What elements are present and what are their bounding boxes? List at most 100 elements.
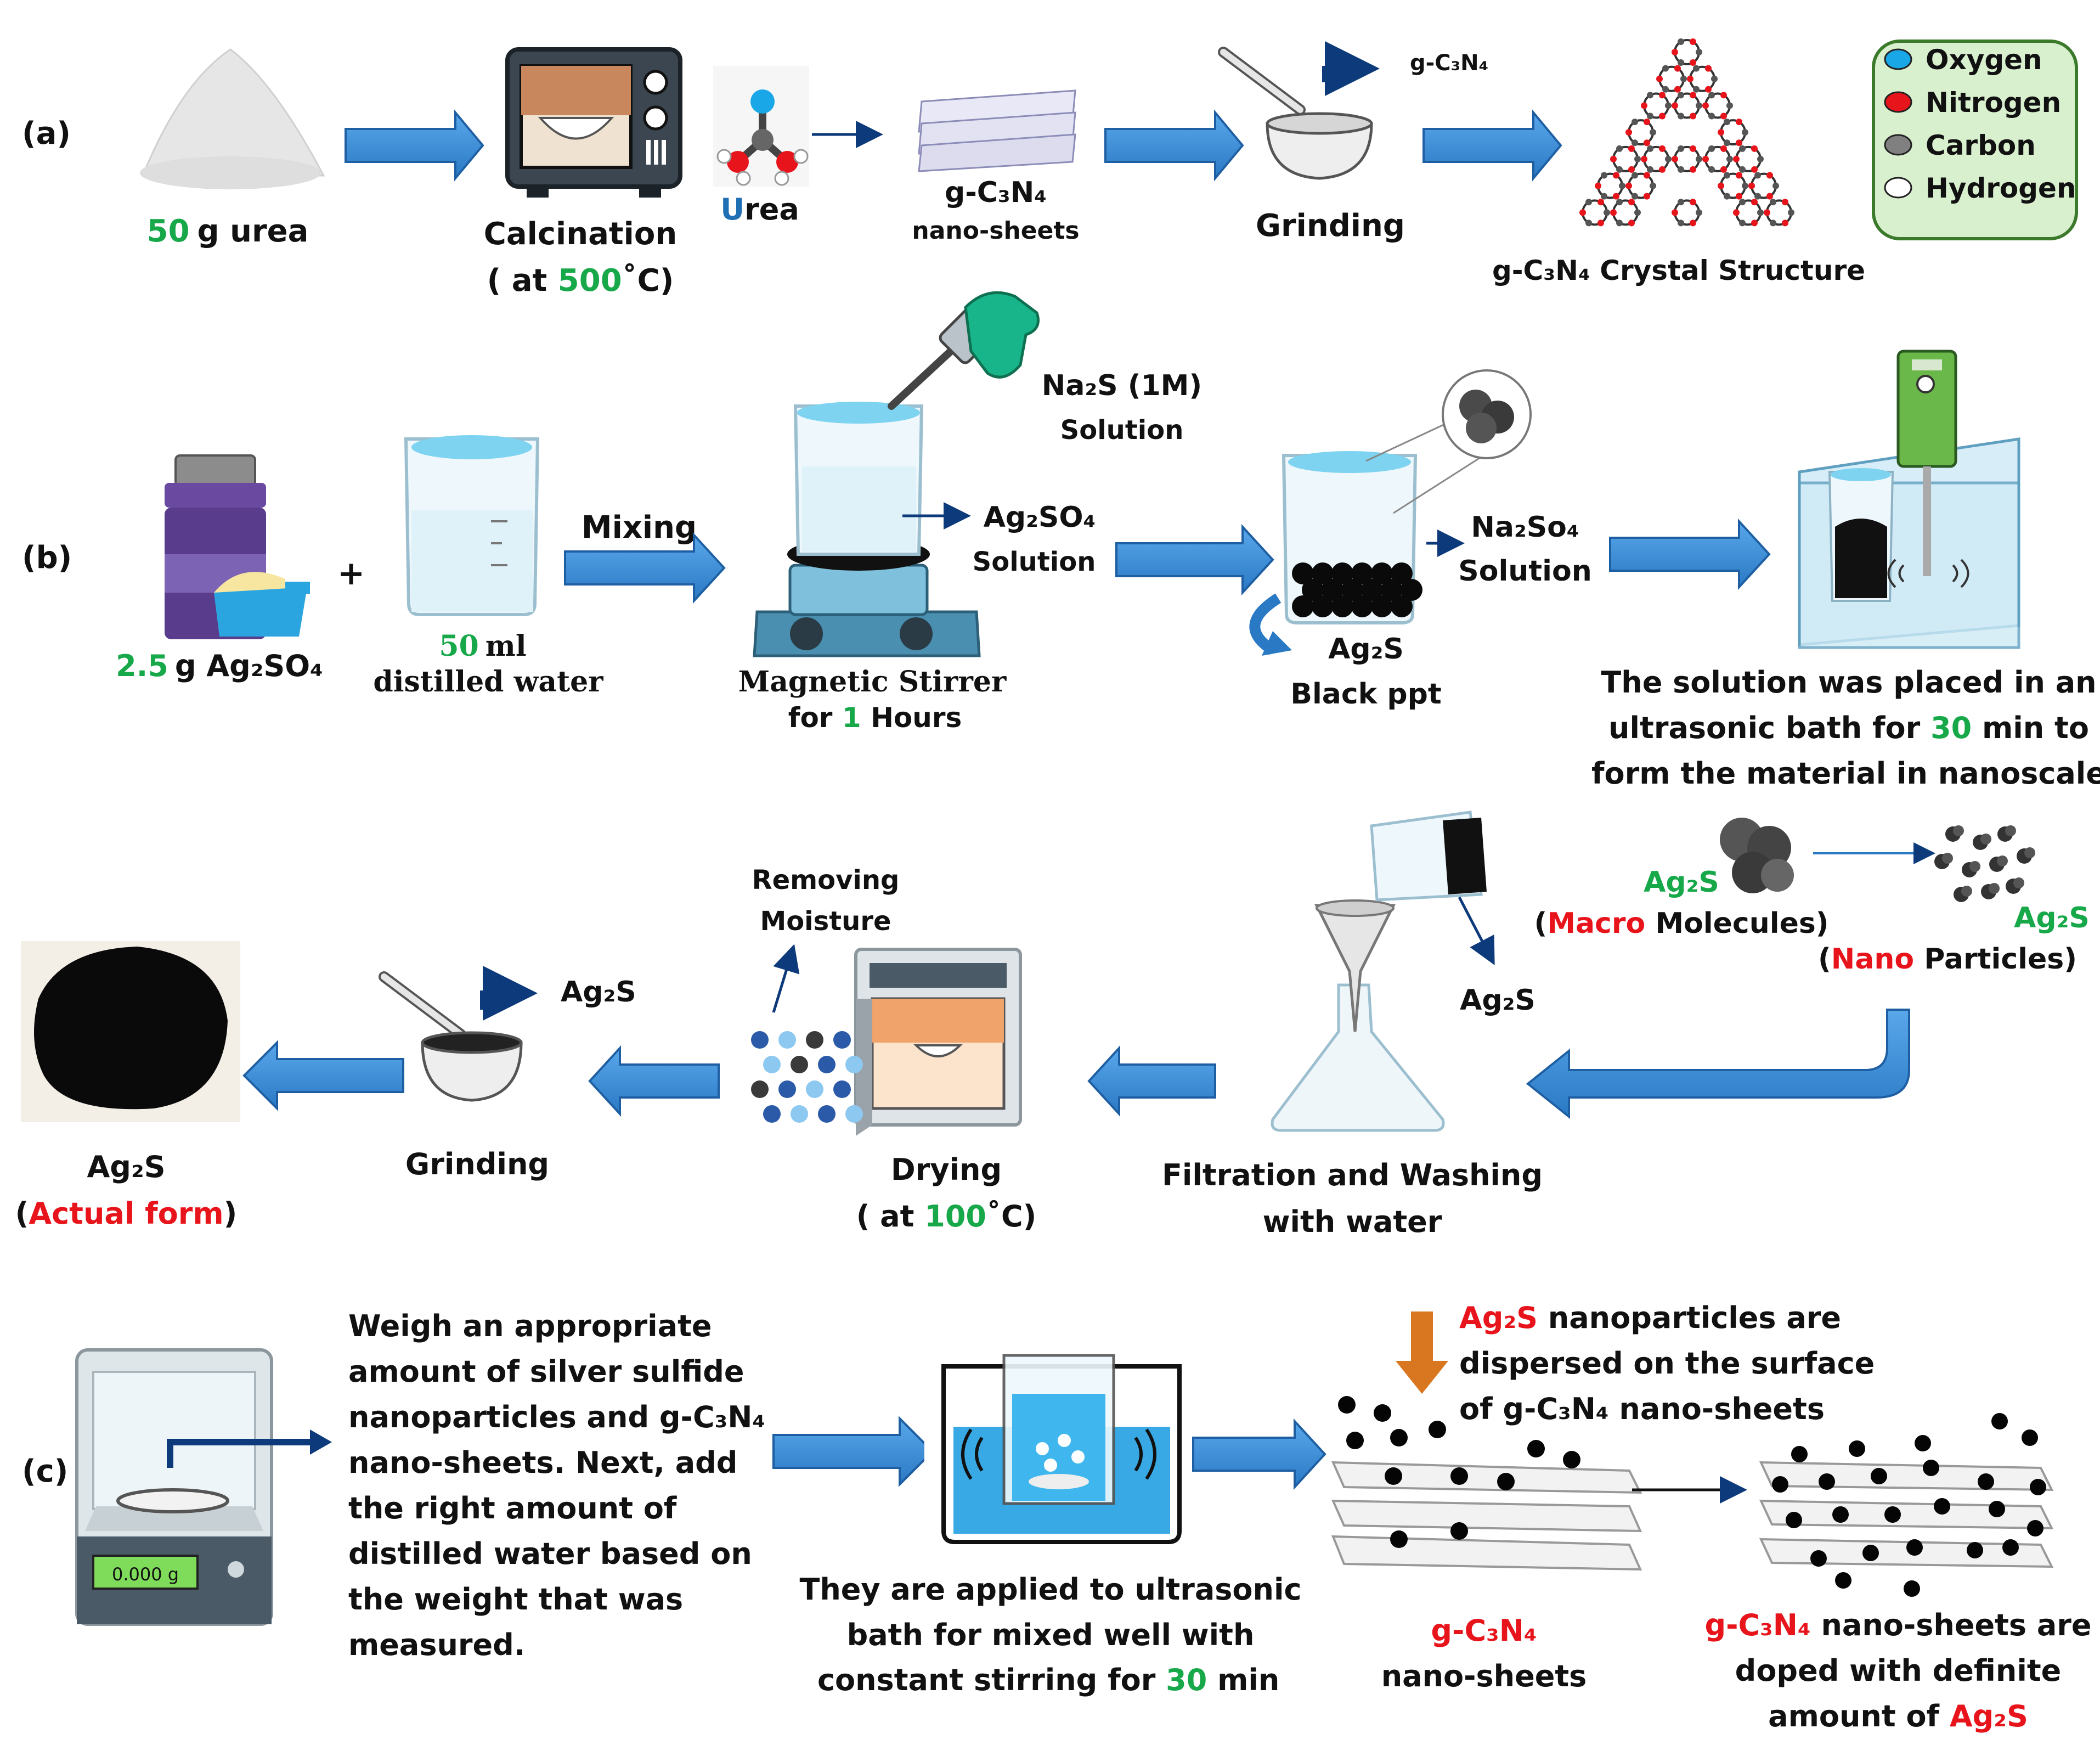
crystal-atom — [1616, 145, 1623, 152]
mortar-pestle-ag2s-icon — [379, 971, 523, 1102]
ag2s-particle — [2002, 1539, 2019, 1556]
crystal-atom — [1616, 199, 1623, 206]
gc3n4-sheets-line2: nano-sheets — [1381, 1659, 1587, 1693]
ag2s-particle — [1915, 1435, 1931, 1451]
crystal-atom — [1674, 86, 1681, 93]
ultrasonic-line2: ultrasonic bath for 30 min to — [1608, 711, 2089, 745]
crystal-atom — [1720, 92, 1727, 99]
urea-molecule-icon — [713, 66, 809, 187]
weigh-instruction-line: Weigh an appropriate — [348, 1309, 712, 1343]
crystal-atom — [1742, 129, 1748, 136]
gc3n4-sheets-line1: g-C₃N₄ — [1431, 1613, 1537, 1648]
crystal-atom — [1662, 86, 1669, 93]
crystal-atom — [1628, 145, 1635, 152]
crystal-atom — [1687, 75, 1693, 82]
flow-arrow — [242, 1040, 404, 1111]
legend-label: Nitrogen — [1926, 87, 2061, 119]
crystal-atom — [1690, 92, 1696, 99]
crystal-atom — [1708, 92, 1715, 99]
curved-arrow — [1249, 593, 1282, 655]
filter-ag2s-label: Ag₂S — [1460, 984, 1536, 1017]
ag2s-particle — [1527, 1440, 1545, 1457]
ag2s-particle — [1791, 1446, 1808, 1462]
ag2s-particle — [1385, 1467, 1402, 1485]
crystal-atom — [1693, 86, 1700, 93]
crystal-atom — [1726, 102, 1733, 109]
nano-particle — [2005, 825, 2016, 836]
ag2s-particle — [1862, 1545, 1879, 1561]
crystal-atom — [1751, 145, 1758, 152]
ag2s-particle — [1884, 1506, 1901, 1523]
crystal-atom — [1708, 145, 1715, 152]
crystal-atom — [1770, 199, 1776, 206]
doped-line1: g-C₃N₄ nano-sheets are — [1704, 1608, 2091, 1642]
crystal-atom — [1705, 65, 1712, 72]
precipitate-particle — [1391, 595, 1413, 617]
nano-ag2s-particles-icon — [1934, 825, 2035, 902]
doped-line2: doped with definite — [1735, 1653, 2062, 1688]
ag2s-particle — [1429, 1421, 1446, 1438]
crystal-atom — [1632, 139, 1638, 147]
crystal-atom — [1659, 145, 1666, 152]
crystal-atom — [1720, 166, 1727, 173]
crystal-atom — [1601, 172, 1607, 179]
nano-particle — [2024, 847, 2035, 858]
svg-text:50g urea: 50g urea — [147, 213, 309, 249]
ag2s-particle — [1967, 1542, 1983, 1558]
flow-arrow — [345, 109, 484, 182]
precipitate-particle — [1331, 595, 1353, 617]
crystal-atom — [1733, 209, 1740, 216]
nano-particle — [1942, 853, 1953, 864]
analytical-balance-icon: 0.000 g — [75, 1348, 273, 1626]
nano-particle — [1989, 883, 2000, 894]
weigh-instruction-line: nano-sheets. Next, add — [348, 1445, 737, 1480]
crystal-atom — [1672, 155, 1678, 162]
black-precipitate-beaker-icon — [1282, 369, 1532, 624]
crystal-atom — [1644, 193, 1650, 200]
crystal-atom — [1644, 139, 1650, 147]
bath-line2: bath for mixed well with — [847, 1618, 1255, 1652]
crystal-atom — [1632, 193, 1638, 200]
flow-arrow — [1192, 1418, 1326, 1490]
nanosheets-subtitle: nano-sheets — [912, 217, 1079, 245]
output-arrow — [480, 966, 538, 1021]
balance-display: 0.000 g — [112, 1564, 179, 1585]
crystal-atom — [1724, 172, 1730, 179]
grinding-label-b: Grinding — [405, 1147, 549, 1181]
magnetic-stirrer-icon — [753, 402, 981, 657]
ag2s-particle — [1906, 1539, 1923, 1556]
ag2s-particle — [1374, 1404, 1391, 1422]
crystal-atom — [1696, 155, 1702, 162]
removing-moisture-line2: Moisture — [760, 906, 891, 937]
precipitate-particle — [1351, 595, 1373, 617]
drying-oven-icon — [854, 948, 1022, 1136]
ag2s-particle — [1786, 1512, 1802, 1528]
crystal-atom — [1754, 193, 1761, 200]
crystal-atom — [1659, 92, 1666, 99]
crystal-atom — [1662, 65, 1669, 72]
crystal-atom — [1696, 49, 1702, 55]
legend-swatch — [1884, 177, 1912, 199]
crystal-atom — [1680, 75, 1687, 82]
crystal-atom — [1739, 145, 1746, 152]
ag2s-ppt-label: Ag₂S — [1328, 633, 1404, 666]
moisture-particle — [806, 1031, 823, 1049]
precipitate-particle — [1361, 579, 1383, 601]
ag2s-particle — [1390, 1429, 1408, 1446]
crystal-structure-label: g-C₃N₄ Crystal Structure — [1492, 255, 1865, 286]
dispersed-line1: Ag₂S nanoparticles are — [1459, 1301, 1841, 1335]
precipitate-particle — [1331, 562, 1353, 584]
filtration-line2: with water — [1263, 1204, 1442, 1239]
ag2s-particle — [1835, 1572, 1851, 1589]
precipitate-particle — [1302, 579, 1324, 601]
moisture-particle — [778, 1080, 796, 1098]
ag2s-particle — [1810, 1550, 1827, 1567]
crystal-atom — [1690, 166, 1696, 173]
output-arrow — [1322, 41, 1380, 96]
thin-arrow — [772, 944, 800, 1013]
bath-line3: constant stirring for 30 min — [817, 1663, 1279, 1697]
crystal-atom — [1597, 199, 1604, 206]
